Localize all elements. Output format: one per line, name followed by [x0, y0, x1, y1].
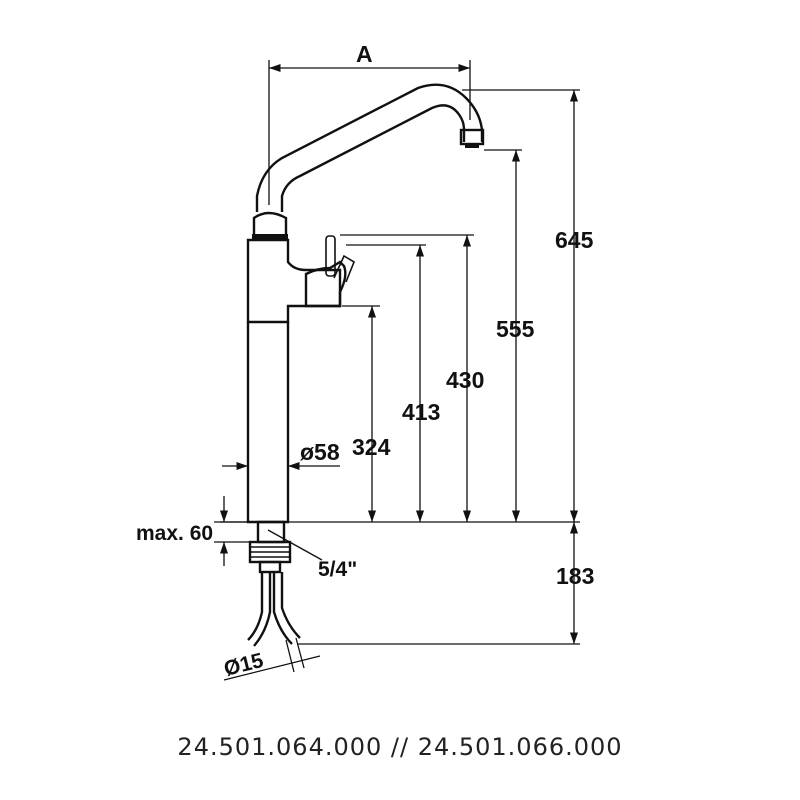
aerator-tip	[465, 144, 479, 148]
lower-body	[246, 322, 290, 524]
lever-grip	[333, 254, 355, 283]
hose-ext-right	[295, 637, 305, 669]
spout-tube-outer	[255, 83, 484, 212]
lever-handle	[304, 260, 347, 308]
label-total-height: 645	[555, 227, 594, 253]
spout-tube-inner	[280, 104, 466, 212]
label-below-counter: 183	[556, 563, 594, 589]
label-max-thickness: max. 60	[136, 522, 213, 545]
faucet-outline	[246, 83, 485, 647]
label-spout-reach: A	[356, 41, 373, 67]
label-spout-height: 555	[496, 316, 535, 342]
spout-nut-ring	[252, 234, 288, 240]
label-thread-size: 5/4"	[318, 558, 357, 581]
article-numbers: 24.501.064.000 // 24.501.066.000	[177, 733, 623, 761]
thread-leader	[267, 529, 323, 561]
label-hose-diameter: Ø15	[222, 649, 266, 681]
hose-right	[272, 572, 301, 645]
hose-dim-line	[223, 655, 321, 681]
label-handle-height: 413	[402, 399, 440, 425]
label-body-diameter: ø58	[300, 439, 340, 465]
dimension-lines	[214, 63, 579, 681]
label-body-height: 324	[352, 434, 391, 460]
hose-ext-left	[285, 639, 295, 673]
lever-stem	[325, 235, 336, 277]
mounting-nut	[248, 540, 292, 564]
label-lever-height: 430	[446, 367, 484, 393]
upper-body	[246, 238, 342, 324]
dimension-labels: A 645 555 430 413 324 ø58 183 max. 60 5/…	[136, 41, 594, 681]
shank-lower	[258, 560, 282, 574]
hose-left	[247, 572, 272, 647]
spout-nut	[252, 211, 288, 238]
